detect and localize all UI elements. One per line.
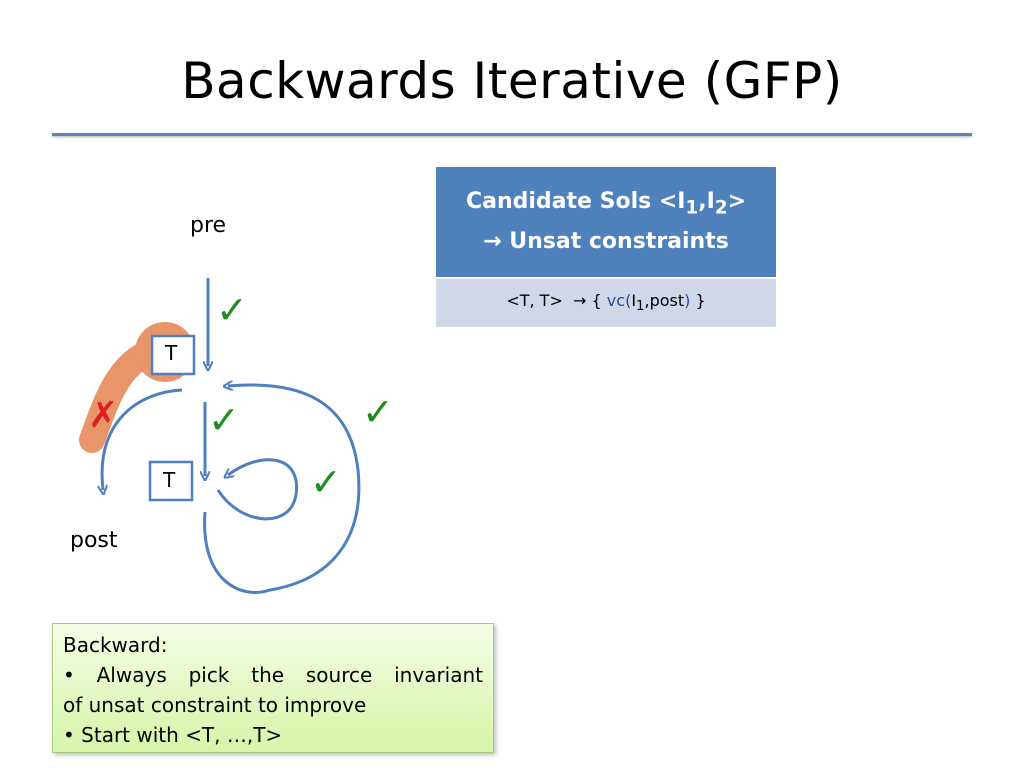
row-brace-open: { bbox=[591, 291, 602, 311]
row-i: I bbox=[631, 291, 637, 311]
title-divider bbox=[52, 133, 972, 136]
node-top-box bbox=[150, 334, 196, 376]
slide-title: Backwards Iterative (GFP) bbox=[181, 52, 843, 110]
candidate-solutions-table: Candidate Sols <I1,I2> → Unsat constrain… bbox=[436, 167, 776, 327]
header-comma: ,I bbox=[698, 188, 715, 214]
arrow-top-to-post bbox=[102, 388, 183, 490]
note-heading: Backward: bbox=[63, 633, 168, 657]
row-vc: vc bbox=[606, 291, 626, 311]
header-sub-2: 2 bbox=[714, 197, 728, 219]
check-mark-outer: ✓ bbox=[362, 390, 394, 434]
check-mark-pre: ✓ bbox=[216, 288, 248, 332]
check-mark-middle: ✓ bbox=[208, 398, 240, 442]
post-label: post bbox=[70, 528, 118, 553]
note-bullet-1-line-2: of unsat constraint to improve bbox=[63, 693, 367, 717]
node-bottom-box bbox=[148, 460, 194, 502]
row-sub: 1 bbox=[636, 299, 645, 315]
header-close: > bbox=[727, 188, 747, 214]
table-row: <T, T> → { vc(I1,post) } bbox=[436, 277, 776, 327]
arrow-inner-loop bbox=[216, 458, 299, 521]
header-line2: Unsat constraints bbox=[509, 229, 729, 255]
row-paren-open: ( bbox=[625, 291, 632, 311]
cross-mark: ✗ bbox=[88, 395, 119, 436]
header-sub-1: 1 bbox=[685, 197, 699, 219]
check-mark-inner: ✓ bbox=[310, 460, 342, 504]
header-arrow-icon: → bbox=[483, 229, 502, 255]
note-bullet-1-line-1: • Always pick the source invariant bbox=[63, 663, 483, 687]
row-prefix: <T, T> bbox=[506, 291, 563, 311]
header-text: Candidate Sols <I bbox=[465, 188, 686, 214]
arrow-outer-loop bbox=[203, 385, 361, 594]
row-arrow-icon: → bbox=[573, 291, 587, 311]
node-top-label: T bbox=[165, 341, 178, 365]
node-bottom-label: T bbox=[163, 468, 176, 492]
row-post: ,post bbox=[644, 291, 685, 311]
row-paren-close: ) bbox=[684, 291, 691, 311]
note-bullet-2: • Start with <T, …,T> bbox=[63, 723, 283, 747]
pre-label: pre bbox=[190, 213, 227, 238]
row-brace-close: } bbox=[695, 291, 706, 311]
table-header: Candidate Sols <I1,I2> → Unsat constrain… bbox=[436, 167, 776, 278]
backward-note-box: Backward: • Always pick the source invar… bbox=[52, 623, 494, 753]
